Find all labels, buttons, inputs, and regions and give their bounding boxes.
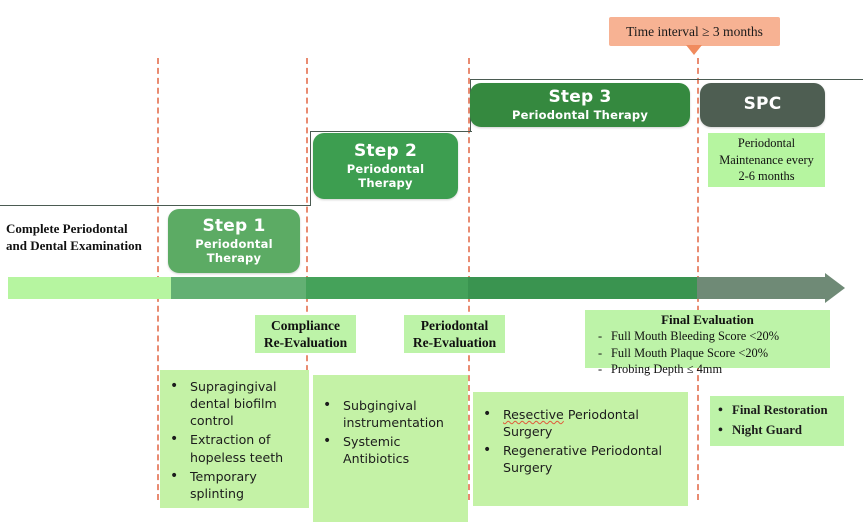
- step-2-actions-list: Subgingival instrumentation Systemic Ant…: [313, 396, 468, 468]
- list-item: Extraction of hopeless teeth: [160, 430, 309, 465]
- connector-line-riser-1: [310, 131, 311, 206]
- timeline-segment-step3: [468, 277, 701, 299]
- maintenance-line-1: Periodontal: [737, 136, 796, 151]
- compliance-line-1: Compliance: [271, 317, 340, 333]
- step-box-step-3[interactable]: Step 3 Periodontal Therapy: [470, 83, 690, 127]
- maintenance-line-2: Maintenance every: [719, 152, 814, 167]
- step-box-step-2[interactable]: Step 2 Periodontal Therapy: [313, 133, 458, 199]
- step-2-actions-box: Subgingival instrumentation Systemic Ant…: [313, 375, 468, 522]
- step-1-subtitle-line-1: Periodontal: [195, 236, 273, 251]
- connector-line-step2: [310, 131, 472, 132]
- final-evaluation-title: Final Evaluation: [661, 312, 754, 327]
- connector-line-step3: [470, 79, 863, 80]
- periodontal-treatment-timeline-diagram: Time interval ≥ 3 months Complete Period…: [0, 0, 863, 500]
- compliance-line-2: Re-Evaluation: [263, 335, 348, 350]
- list-item: Supragingival dental biofilm control: [160, 377, 309, 429]
- time-interval-label: Time interval ≥ 3 months: [626, 23, 763, 39]
- step-3-actions-box: Resective Periodontal Surgery Regenerati…: [473, 392, 688, 506]
- page-title: Complete Periodontal and Dental Examinat…: [6, 220, 156, 254]
- spc-actions-box: Final Restoration Night Guard: [710, 396, 844, 446]
- timeline-segment-spc: [697, 277, 827, 299]
- lead-line-1: Complete Periodontal: [6, 221, 128, 236]
- periodontal-reeval-line-2: Re-Evaluation: [412, 335, 497, 350]
- step-3-subtitle-line-1: Periodontal Therapy: [511, 107, 649, 122]
- treatment-timeline-bar: [0, 273, 863, 303]
- list-item: Temporary splinting: [160, 467, 309, 502]
- periodontal-reeval-line-1: Periodontal: [420, 317, 489, 333]
- step-box-step-1[interactable]: Step 1 Periodontal Therapy: [168, 209, 300, 273]
- final-evaluation-box: Final Evaluation Full Mouth Bleeding Sco…: [585, 310, 830, 378]
- periodontal-re-evaluation-label: Periodontal Re-Evaluation: [404, 315, 505, 353]
- connector-line-baseline: [0, 205, 310, 206]
- step-3-title: Step 3: [548, 87, 612, 108]
- step-box-spc[interactable]: SPC: [700, 83, 825, 127]
- step-2-subtitle-line-1: Periodontal: [346, 161, 425, 176]
- step-2-subtitle-line-2: Therapy: [358, 175, 413, 190]
- step-2-title: Step 2: [353, 141, 418, 162]
- timeline-segment-examination: [8, 277, 171, 299]
- spc-actions-list: Final Restoration Night Guard: [710, 401, 844, 440]
- timeline-arrowhead-icon: [825, 273, 845, 303]
- list-item: Night Guard: [710, 421, 844, 440]
- timeline-segment-step2: [306, 277, 468, 299]
- list-item: Resective Periodontal Surgery: [473, 405, 688, 440]
- compliance-re-evaluation-label: Compliance Re-Evaluation: [255, 315, 356, 353]
- list-item: Regenerative Periodontal Surgery: [473, 441, 688, 476]
- time-interval-arrow-icon: [686, 45, 702, 55]
- maintenance-line-3: 2-6 months: [738, 169, 795, 184]
- misspelled-word: Resective: [503, 407, 564, 422]
- final-evaluation-item: Full Mouth Bleeding Score <20%: [585, 328, 830, 345]
- time-interval-callout: Time interval ≥ 3 months: [609, 17, 780, 46]
- list-item: Systemic Antibiotics: [313, 432, 468, 467]
- step-3-actions-list: Resective Periodontal Surgery Regenerati…: [473, 405, 688, 477]
- step-1-actions-box: Supragingival dental biofilm control Ext…: [160, 370, 309, 508]
- step-1-actions-list: Supragingival dental biofilm control Ext…: [160, 377, 309, 502]
- timeline-segment-step1: [171, 277, 316, 299]
- step-1-title: Step 1: [202, 216, 266, 237]
- periodontal-maintenance-box: Periodontal Maintenance every 2-6 months: [708, 133, 825, 187]
- final-evaluation-item: Probing Depth ≤ 4mm: [585, 361, 830, 378]
- final-evaluation-item: Full Mouth Plaque Score <20%: [585, 345, 830, 362]
- list-item: Subgingival instrumentation: [313, 396, 468, 431]
- spc-title: SPC: [743, 94, 782, 115]
- final-evaluation-list: Full Mouth Bleeding Score <20% Full Mout…: [585, 328, 830, 378]
- lead-line-2: and Dental Examination: [6, 238, 142, 254]
- step-1-subtitle-line-2: Therapy: [206, 250, 262, 265]
- list-item: Final Restoration: [710, 401, 844, 420]
